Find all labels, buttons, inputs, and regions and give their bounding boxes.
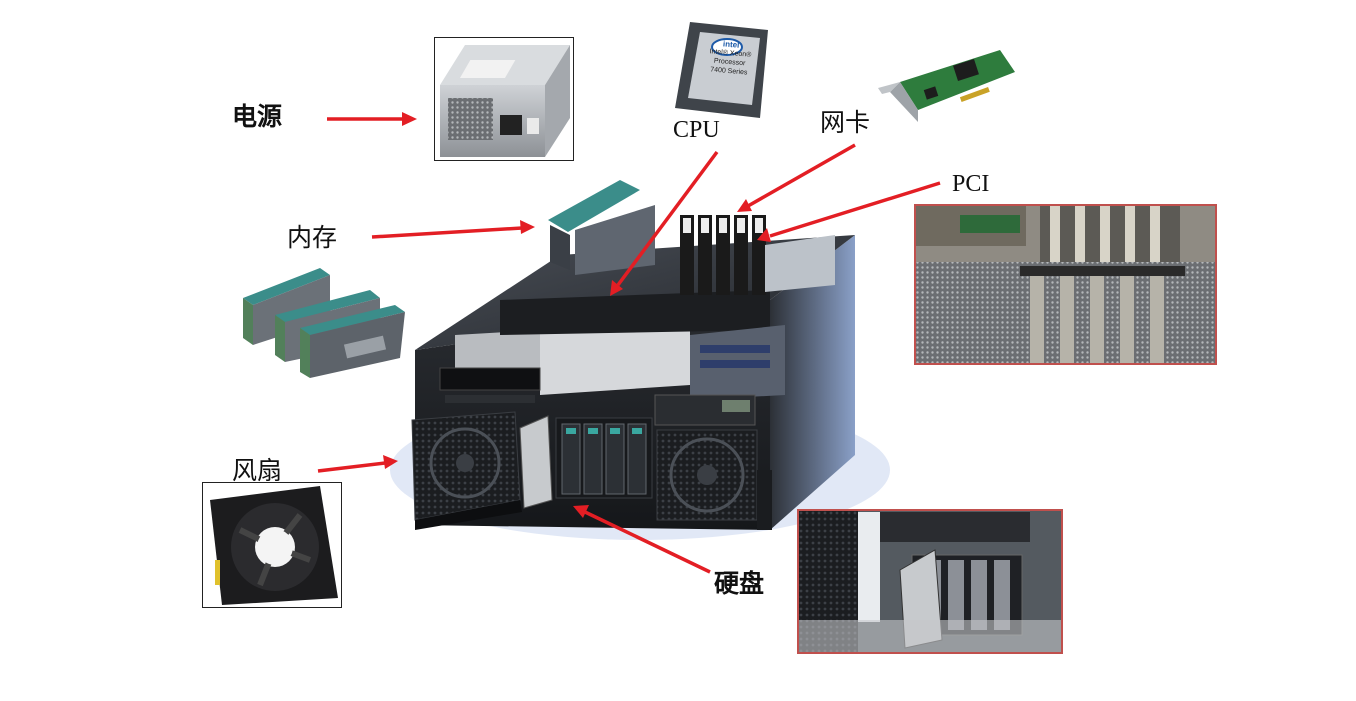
dimm-slot (700, 345, 770, 353)
label-pci: PCI (952, 171, 990, 197)
disk-photo (798, 510, 1062, 653)
drive-cage-top (455, 330, 540, 370)
arrow-disk-head (573, 505, 589, 518)
cpu-chip-lettering: intel Intel® Xeon® Processor 7400 Series (699, 37, 762, 78)
air-duct (500, 290, 770, 335)
arrow-cpu (616, 150, 719, 287)
arrow-pci-head (757, 228, 771, 242)
arrow-nic (747, 143, 856, 208)
lcd-display (722, 400, 750, 412)
arrow-nic-head (737, 199, 752, 212)
arrow-fan-head (383, 455, 398, 469)
pci-photo-frame (914, 204, 1217, 365)
dimm-slot (700, 360, 770, 368)
fan-photo-frame (202, 482, 342, 608)
label-disk: 硬盘 (714, 569, 765, 598)
fan-photo (203, 483, 341, 607)
pointer-arrows (317, 112, 941, 574)
chassis-side (770, 235, 855, 530)
arrow-disk (584, 510, 711, 574)
arrow-memory-head (520, 220, 535, 234)
nic-card-photo (878, 50, 1015, 122)
label-memory: 内存 (287, 223, 338, 252)
hard-drive-bays (519, 415, 653, 509)
front-fan-left (411, 411, 522, 530)
label-nic: 网卡 (820, 108, 871, 137)
arrow-power-head (402, 112, 417, 126)
psu-photo-frame (434, 37, 574, 161)
arrow-memory (371, 226, 523, 239)
memory-risers-loose (243, 268, 405, 378)
memory-risers-installed (548, 180, 835, 292)
front-fan-right (656, 429, 758, 521)
label-fan: 风扇 (232, 456, 283, 485)
arrow-pci (769, 181, 941, 238)
pci-photo (916, 206, 1216, 364)
pci-cards (680, 215, 766, 295)
chassis-handle (757, 470, 772, 530)
cpu-photo (675, 22, 768, 118)
label-power: 电源 (232, 102, 283, 131)
arrow-fan (317, 461, 386, 473)
psu-photo (440, 45, 570, 157)
disk-photo-frame (797, 509, 1063, 654)
arrow-cpu-head (610, 280, 623, 296)
label-cpu: CPU (673, 117, 720, 143)
optical-drive (439, 367, 541, 391)
floppy-slot (445, 395, 535, 403)
air-shroud (540, 318, 690, 395)
